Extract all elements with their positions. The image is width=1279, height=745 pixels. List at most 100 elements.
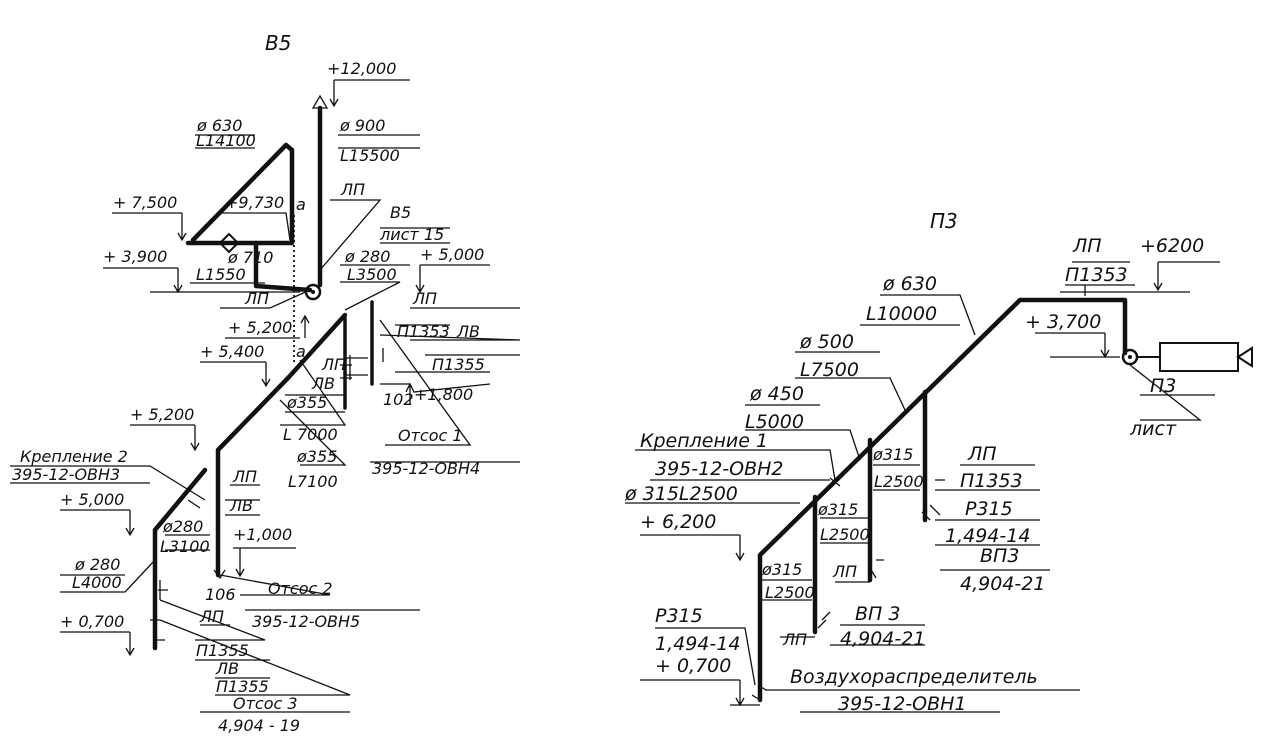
arrow-1800 <box>380 382 491 404</box>
label-L2500-b: L2500 <box>820 525 870 544</box>
pipe-ticks-left <box>150 348 384 641</box>
label-L5000: L5000 <box>745 411 804 433</box>
label-b5-ref: В5 <box>390 203 411 222</box>
label-otsos1: Отсос 1 <box>398 426 463 445</box>
label-L2500-a: L2500 <box>874 472 924 491</box>
label-vp3-left: ВП 3 <box>855 603 900 625</box>
fan-center <box>311 290 315 294</box>
elev-12000: +12,000 <box>327 59 396 78</box>
label-L15500: L15500 <box>340 146 400 165</box>
label-p1355-b1: П1355 <box>196 641 249 660</box>
label-fix1: Крепление 1 <box>640 430 768 452</box>
label-L10000: L10000 <box>866 303 937 325</box>
label-lp-mid-right: ЛП <box>412 289 437 308</box>
label-d500: ø 500 <box>799 331 854 353</box>
leaders-left <box>10 134 521 713</box>
label-lv-right: ЛВ <box>456 322 480 341</box>
label-L2500-c: L2500 <box>765 583 815 602</box>
arrow-5000-l <box>60 509 135 537</box>
elev-5200-a: + 5,200 <box>228 318 292 337</box>
label-p1353-top: П1353 <box>1065 264 1128 286</box>
arrow-6200 <box>640 534 745 562</box>
arrow-5400 <box>200 361 271 388</box>
label-vp3-right: ВП3 <box>980 545 1019 567</box>
label-106: 106 <box>205 585 236 604</box>
unit-body <box>1159 342 1239 372</box>
label-lv-small: ЛВ <box>311 374 335 393</box>
elev-7500: + 7,500 <box>113 193 177 212</box>
arrow-3700 <box>1035 332 1120 359</box>
leaders-right <box>625 261 1215 713</box>
arrow-5200-b <box>130 424 200 452</box>
duct-main-d355 <box>215 312 348 578</box>
label-code-4904-21-right: 4,904-21 <box>960 573 1045 595</box>
label-otsos2: Отсос 2 <box>268 579 333 598</box>
label-p1355-right: П1355 <box>432 355 485 374</box>
label-lv-c: ЛВ <box>229 496 253 515</box>
label-lp-left: ЛП <box>782 630 807 649</box>
system-p3: П3 ЛП +6200 П1353 ø 630 L10000 + 3,700 ø… <box>624 209 1253 715</box>
elev-6200-top: +6200 <box>1140 235 1204 257</box>
pipe-ticks-right <box>751 477 945 701</box>
mark-a-top: а <box>296 195 306 214</box>
label-L1550: L1550 <box>196 265 246 284</box>
label-d280-c: ø280 <box>162 517 203 536</box>
label-lp-small: ЛП <box>321 355 346 374</box>
unit-connector <box>1137 346 1253 368</box>
arrow-6200-top <box>1060 261 1220 293</box>
label-d280-top: ø 280 <box>344 247 390 266</box>
label-p315-left: Р315 <box>655 605 703 627</box>
label-fix2: Крепление 2 <box>20 447 128 466</box>
arrow-12000 <box>329 79 410 108</box>
system-b5: В5 +12,000 ø 630 L14100 ø 900 L15500 ЛП … <box>10 31 521 735</box>
label-d315-a: ø315 <box>872 445 913 464</box>
label-p1353: П1353 <box>397 322 450 341</box>
label-d315-L2500: ø 315L2500 <box>624 483 738 505</box>
label-d355-b: ø355 <box>296 447 337 466</box>
elev-5400: + 5,400 <box>200 342 264 361</box>
label-code-1494-left: 1,494-14 <box>655 633 740 655</box>
arrow-5000-r <box>415 264 490 294</box>
label-d630: ø 630 <box>882 273 937 295</box>
arrow-3900 <box>103 267 300 294</box>
label-lp-c: ЛП <box>232 467 257 486</box>
label-d280-l: ø 280 <box>74 555 120 574</box>
label-L7000: L 7000 <box>283 425 338 444</box>
label-code-4904-19: 4,904 - 19 <box>218 716 300 735</box>
arrow-5200-a <box>225 314 310 339</box>
label-sheet15: лист 15 <box>379 225 444 244</box>
label-code-ovn5: 395-12-ОВН5 <box>252 612 360 631</box>
label-unit-sheet: лист <box>1129 418 1177 440</box>
label-L7500: L7500 <box>800 359 859 381</box>
label-code-ovn2: 395-12-ОВН2 <box>655 458 784 480</box>
title-b5: В5 <box>265 31 291 55</box>
main-duct-d630 <box>757 297 1128 703</box>
elev-5000-left: + 5,000 <box>60 490 124 509</box>
unit-fan-center <box>1128 355 1132 359</box>
duct-d710 <box>253 240 313 293</box>
elev-1800: +1,800 <box>414 385 473 404</box>
valve-diamond <box>218 232 240 254</box>
label-L3500: L3500 <box>347 265 397 284</box>
mark-a-bottom: а <box>296 342 306 361</box>
label-unit-p3: П3 <box>1150 375 1176 397</box>
arrow-9730 <box>222 212 291 241</box>
label-code-4904-21-left: 4,904-21 <box>840 628 925 650</box>
label-code-ovn4: 395-12-ОВН4 <box>372 459 480 478</box>
label-otsos3: Отсос 3 <box>233 694 298 713</box>
label-d710: ø 710 <box>227 248 273 267</box>
label-code-ovn1: 395-12-ОВН1 <box>838 693 967 715</box>
label-distributor: Воздухораспределитель <box>790 666 1038 688</box>
elev-3900: + 3,900 <box>103 247 167 266</box>
elev-6200: + 6,200 <box>640 511 716 533</box>
elev-0700-right: + 0,700 <box>655 655 731 677</box>
label-lp-top: ЛП <box>340 180 365 199</box>
label-code-ovn3: 395-12-ОВН3 <box>12 465 120 484</box>
label-L14100: L14100 <box>196 131 256 150</box>
label-L3100: L3100 <box>160 537 210 556</box>
elev-5000-right: + 5,000 <box>420 245 484 264</box>
label-lp-mid: ЛП <box>244 289 269 308</box>
arrow-0700 <box>640 679 760 707</box>
label-p315-right: Р315 <box>965 498 1013 520</box>
